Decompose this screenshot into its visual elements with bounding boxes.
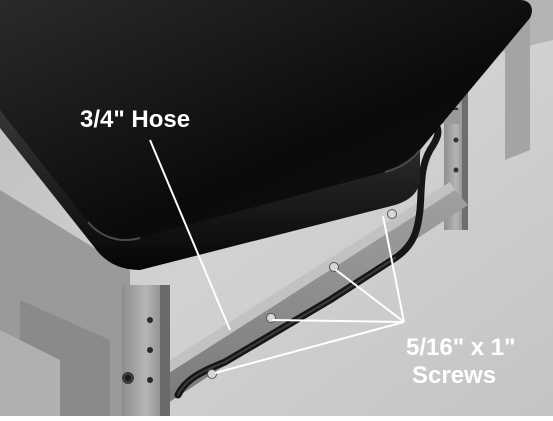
screw-4 <box>387 209 397 219</box>
lower-left-box <box>0 330 60 416</box>
right-wall-strip <box>505 10 530 160</box>
screws-label-line2: Screws <box>412 362 496 389</box>
table-top <box>0 0 532 270</box>
hose-leader-line <box>149 139 231 331</box>
screw-1 <box>207 369 217 379</box>
hose-label: 3/4" Hose <box>80 106 190 133</box>
front-left-leg <box>122 285 170 416</box>
side-rail-top-face <box>145 182 455 385</box>
screw-2 <box>266 313 276 323</box>
screws-label-line1: 5/16" x 1" <box>406 334 516 361</box>
screw-3 <box>329 262 339 272</box>
screws-leader-lines <box>214 215 405 374</box>
